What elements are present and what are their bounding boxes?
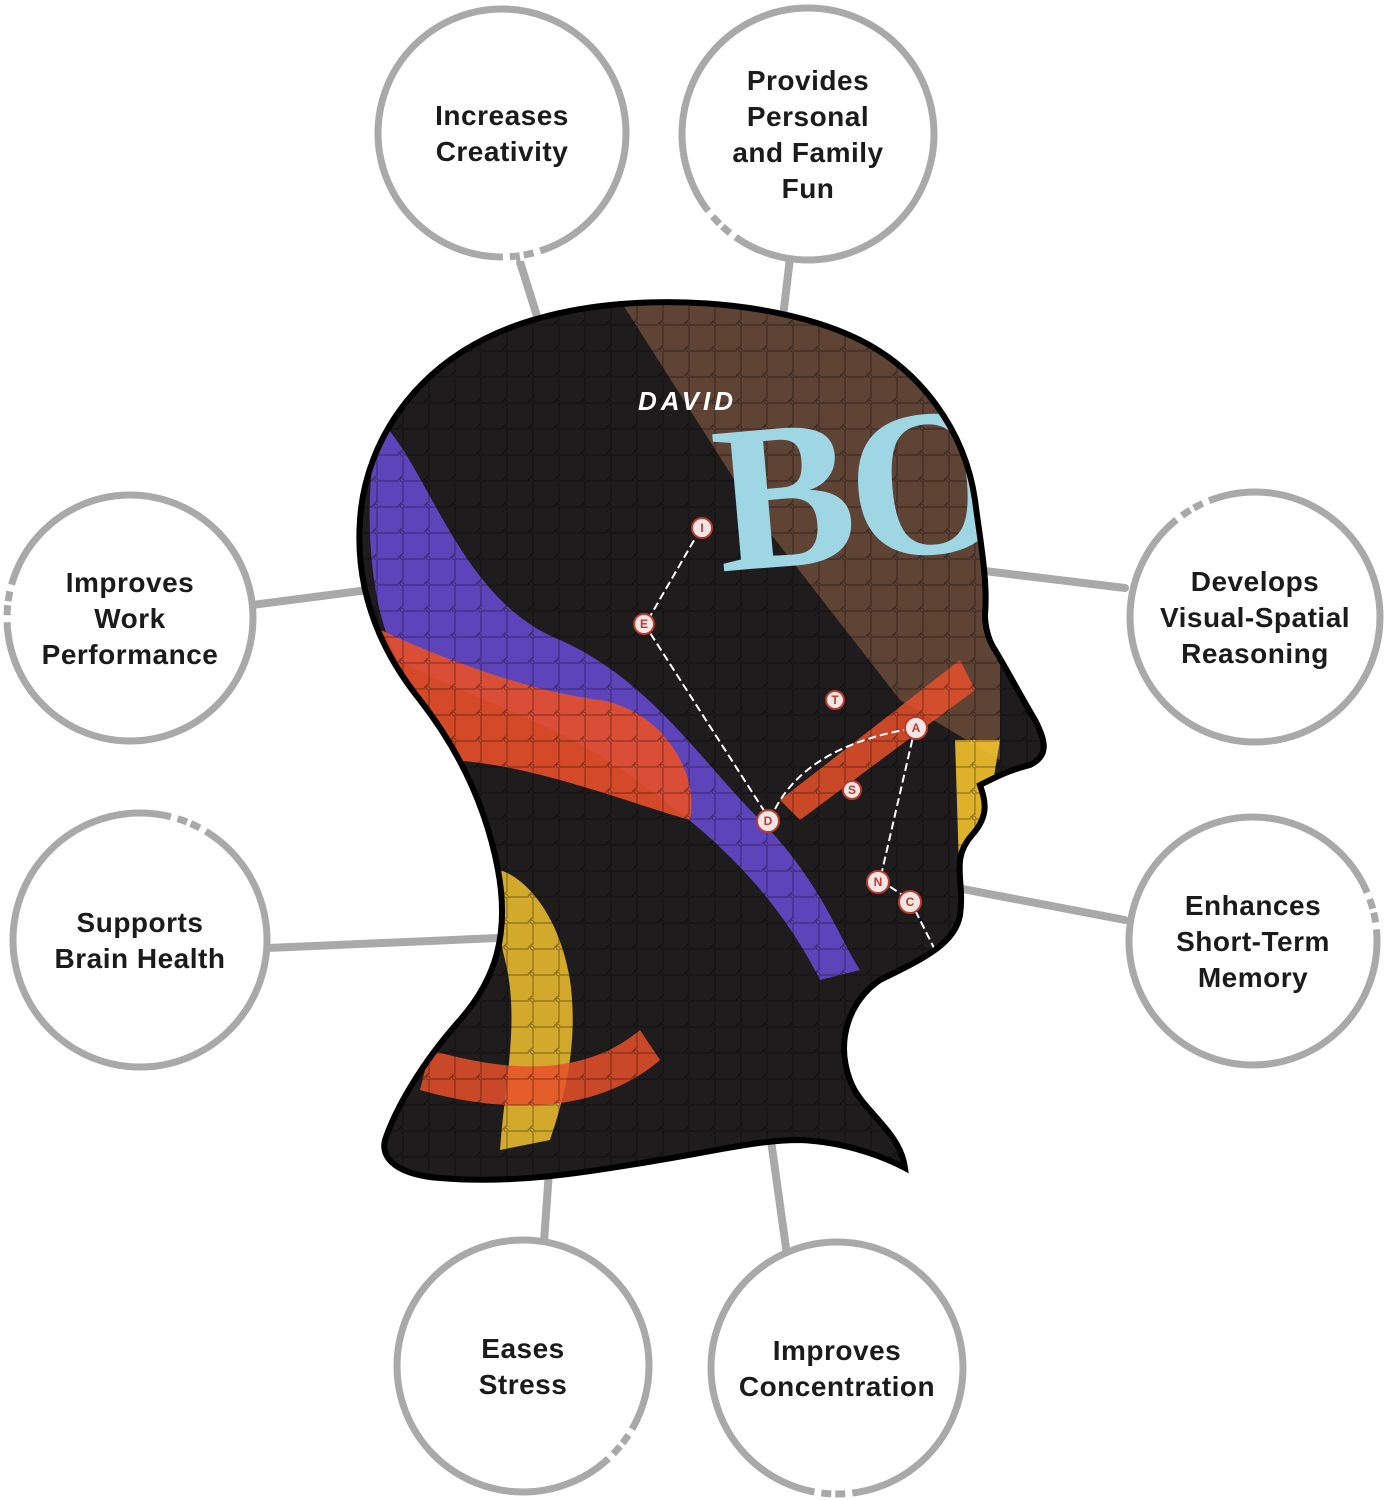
dot-letter: A xyxy=(912,721,921,735)
benefit-ring xyxy=(393,1236,653,1496)
benefit-label: Brain Health xyxy=(55,943,226,974)
dot-letter: S xyxy=(848,783,856,797)
benefit-label: Reasoning xyxy=(1181,638,1329,669)
dot-letter: C xyxy=(906,895,915,909)
benefit-ring xyxy=(1126,488,1384,746)
connector-brain xyxy=(264,933,524,952)
benefit-label: Develops xyxy=(1191,566,1320,597)
benefit-label: Stress xyxy=(479,1369,568,1400)
benefit-label: and Family xyxy=(732,137,883,168)
benefit-label: Improves xyxy=(773,1335,902,1366)
benefit-ring xyxy=(707,1238,967,1498)
wordmark-small: DAVID xyxy=(638,386,737,416)
benefit-label: Increases xyxy=(435,100,569,131)
dot-letter: N xyxy=(874,875,883,889)
benefit-label: Work xyxy=(94,603,166,634)
benefit-label: Creativity xyxy=(436,136,569,167)
benefit-label: Memory xyxy=(1198,962,1308,993)
benefit-label: Fun xyxy=(782,173,835,204)
dot-letter: T xyxy=(831,693,839,707)
dot-letter: D xyxy=(764,814,773,828)
benefit-label: Performance xyxy=(42,639,219,670)
constellation-dots: I E T A S D N C xyxy=(633,517,928,914)
benefit-label: Concentration xyxy=(739,1371,935,1402)
dot-letter: E xyxy=(640,617,648,631)
benefit-label: Personal xyxy=(747,101,869,132)
dot-letter: I xyxy=(700,521,703,535)
benefit-label: Visual-Spatial xyxy=(1160,602,1350,633)
benefit-ring xyxy=(1125,813,1381,1069)
benefit-ring xyxy=(374,5,630,261)
benefit-label: Improves xyxy=(66,567,195,598)
head-puzzle-silhouette: DAVID BOW I E T A S D N C xyxy=(356,299,1047,1183)
benefit-ring xyxy=(9,809,271,1071)
benefit-ring xyxy=(678,4,938,264)
benefit-label: Provides xyxy=(747,65,869,96)
benefit-label: Enhances xyxy=(1185,890,1321,921)
benefit-label: Supports xyxy=(77,907,204,938)
benefit-label: Eases xyxy=(481,1333,564,1364)
benefit-label: Short-Term xyxy=(1176,926,1330,957)
